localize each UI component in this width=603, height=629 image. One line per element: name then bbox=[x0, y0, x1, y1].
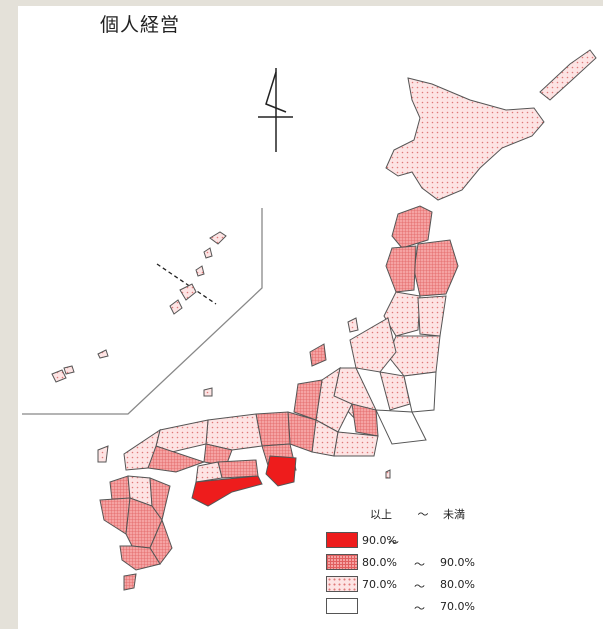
legend-tilde: ～ bbox=[414, 558, 425, 571]
map-title: 個人経営 bbox=[100, 14, 181, 36]
legend-tilde: ～ bbox=[388, 536, 399, 549]
legend-tilde: ～ bbox=[414, 580, 425, 593]
legend-swatch-solid-red bbox=[326, 532, 358, 548]
chugoku bbox=[123, 413, 263, 473]
legend-header-tilde: ～ bbox=[417, 508, 429, 521]
legend-header: 以上 ～ 未満 bbox=[370, 506, 465, 522]
kinki bbox=[255, 411, 317, 487]
kanto-chubu bbox=[293, 317, 437, 457]
legend-from: 80.0% bbox=[362, 556, 397, 569]
hokkaido bbox=[385, 49, 597, 201]
okinawa-inset-border bbox=[22, 208, 263, 415]
legend-row-80-90: 80.0% ～ 90.0% bbox=[322, 554, 522, 573]
tohoku bbox=[383, 205, 459, 377]
legend-swatch-white bbox=[326, 598, 358, 614]
legend-row-90-plus: 90.0% ～ bbox=[322, 532, 522, 551]
inset-dashed-line bbox=[156, 263, 217, 305]
legend-row-70-80: 70.0% ～ 80.0% bbox=[322, 576, 522, 595]
kyushu bbox=[97, 445, 173, 591]
legend-to: 80.0% bbox=[440, 578, 475, 591]
legend-swatch-red-grid bbox=[326, 554, 358, 570]
legend-tilde: ～ bbox=[414, 602, 425, 615]
legend-to: 70.0% bbox=[440, 600, 475, 613]
legend-to: 90.0% bbox=[440, 556, 475, 569]
shikoku bbox=[191, 459, 263, 507]
okinawa-islands bbox=[51, 231, 227, 383]
small-islands bbox=[203, 317, 391, 479]
legend-row-under-70: ～ 70.0% bbox=[322, 598, 522, 617]
legend-swatch-pink-dots bbox=[326, 576, 358, 592]
legend-header-from: 以上 bbox=[370, 508, 392, 521]
legend-from: 70.0% bbox=[362, 578, 397, 591]
legend-header-to: 未満 bbox=[443, 508, 465, 521]
legend-from: 90.0% bbox=[362, 534, 397, 547]
north-arrow-icon bbox=[258, 68, 293, 152]
legend: 以上 ～ 未満 90.0% ～ 80.0% ～ 90.0% 70.0% ～ 80… bbox=[322, 500, 522, 618]
